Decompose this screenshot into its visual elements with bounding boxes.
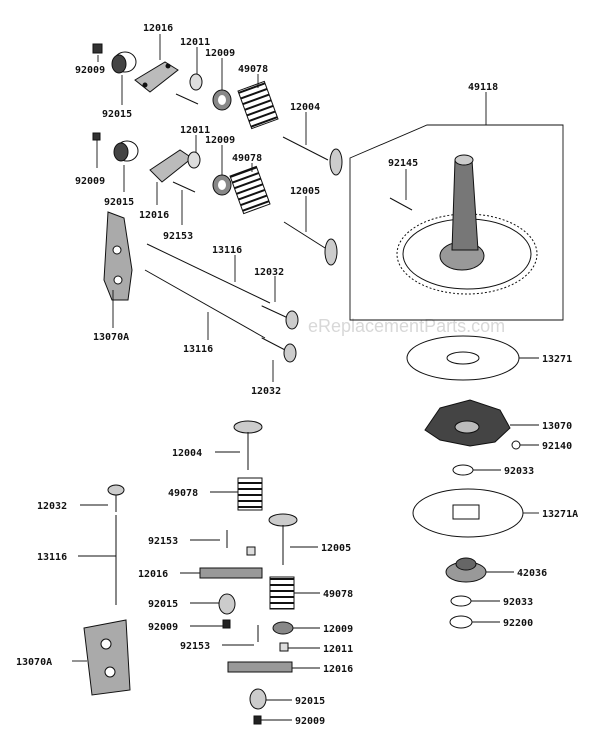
- label-92153-a: 92153: [163, 231, 193, 242]
- watermark-text: eReplacementParts.com: [308, 316, 505, 336]
- label-12011-b: 12011: [180, 125, 210, 136]
- label-12004-b: 12004: [172, 448, 202, 459]
- lower-rocker-assembly: [92, 132, 271, 215]
- part-number-labels: 12016 12011 12009 49078 92009 92015 1200…: [16, 23, 578, 727]
- label-12032-c: 12032: [37, 501, 67, 512]
- tappet-12032-c: [107, 484, 125, 512]
- valve-12004-a: [282, 136, 343, 176]
- label-12009-a: 12009: [205, 48, 235, 59]
- nut-92009-c: [222, 619, 231, 629]
- ring-92033-b: [450, 595, 472, 607]
- upper-rocker-assembly: [92, 43, 279, 130]
- label-92015-d: 92015: [295, 696, 325, 707]
- label-42036: 42036: [517, 568, 547, 579]
- tappet-12032-b: [261, 337, 297, 363]
- label-92015-b: 92015: [104, 197, 134, 208]
- label-92140: 92140: [542, 441, 572, 452]
- label-92153-b: 92153: [148, 536, 178, 547]
- guide-plate-13070A-a: [103, 211, 133, 301]
- label-92009-d: 92009: [295, 716, 325, 727]
- cam-gear-49118: [396, 154, 538, 295]
- label-13070A-a: 13070A: [93, 332, 129, 343]
- label-92015-c: 92015: [148, 599, 178, 610]
- label-12016-d: 12016: [323, 664, 353, 675]
- pivot-92015-d: [249, 688, 267, 710]
- label-13070: 13070: [542, 421, 572, 432]
- ball-92140: [511, 440, 521, 450]
- nut-92009-b: [92, 132, 101, 141]
- nut-92009-d: [253, 715, 262, 725]
- adjuster-92153-a: [172, 181, 196, 193]
- ring-92033-a: [452, 464, 474, 476]
- label-92009-c: 92009: [148, 622, 178, 633]
- rocker-arm-12016-d: [227, 661, 293, 673]
- push-rod-13116-b: [144, 269, 266, 339]
- pivot-92015-c: [218, 593, 236, 615]
- spring-49078-d: [269, 576, 295, 610]
- label-92009-b: 92009: [75, 176, 105, 187]
- label-12005-a: 12005: [290, 186, 320, 197]
- rocker-arm-12016-a: [134, 61, 179, 93]
- label-92033-b: 92033: [503, 597, 533, 608]
- leader-lines: [72, 34, 539, 721]
- camshaft-assembly-box: [349, 124, 564, 321]
- label-13116-b: 13116: [183, 344, 213, 355]
- washer-12009-c: [272, 621, 294, 635]
- valve-12005-a: [283, 221, 338, 266]
- label-12005-b: 12005: [321, 543, 351, 554]
- spring-49078-c: [237, 477, 263, 511]
- rocker-arm-12016-b: [149, 149, 193, 183]
- label-92015-a: 92015: [102, 109, 132, 120]
- part-12011-b: [187, 151, 201, 169]
- pin-92145: [389, 197, 413, 211]
- label-12016-a: 12016: [143, 23, 173, 34]
- spring-49078-a: [237, 80, 279, 130]
- label-12009-c: 12009: [323, 624, 353, 635]
- label-12016-c: 12016: [138, 569, 168, 580]
- valve-12004-b: [233, 420, 263, 470]
- push-rod-13116-a: [146, 243, 271, 304]
- label-13070A-b: 13070A: [16, 657, 52, 668]
- guide-plate-13070A-b: [83, 619, 131, 696]
- label-13271: 13271: [542, 354, 572, 365]
- label-92153-c: 92153: [180, 641, 210, 652]
- label-12004-a: 12004: [290, 102, 320, 113]
- tappet-12032-a: [261, 305, 299, 330]
- label-12032-a: 12032: [254, 267, 284, 278]
- label-49078-b: 49078: [232, 153, 262, 164]
- label-12016-b: 12016: [139, 210, 169, 221]
- label-12011-c: 12011: [323, 644, 353, 655]
- label-12011-a: 12011: [180, 37, 210, 48]
- label-92033-a: 92033: [504, 466, 534, 477]
- valve-12005-b: [268, 513, 298, 565]
- label-12032-b: 12032: [251, 386, 281, 397]
- label-13271A: 13271A: [542, 509, 578, 520]
- label-49078-c: 49078: [168, 488, 198, 499]
- rocker-arm-12016-c: [199, 567, 263, 579]
- label-92200: 92200: [503, 618, 533, 629]
- part-12011-a: [189, 73, 203, 91]
- label-13116-a: 13116: [212, 245, 242, 256]
- label-49078-a: 49078: [238, 64, 268, 75]
- label-92145: 92145: [388, 158, 418, 169]
- part-12011-c: [246, 546, 256, 556]
- label-92009-a: 92009: [75, 65, 105, 76]
- label-12009-b: 12009: [205, 135, 235, 146]
- spring-49078-b: [229, 165, 271, 215]
- washer-92200: [449, 615, 473, 629]
- label-49118: 49118: [468, 82, 498, 93]
- label-49078-d: 49078: [323, 589, 353, 600]
- label-13116-c: 13116: [37, 552, 67, 563]
- nut-92009-a: [92, 43, 103, 54]
